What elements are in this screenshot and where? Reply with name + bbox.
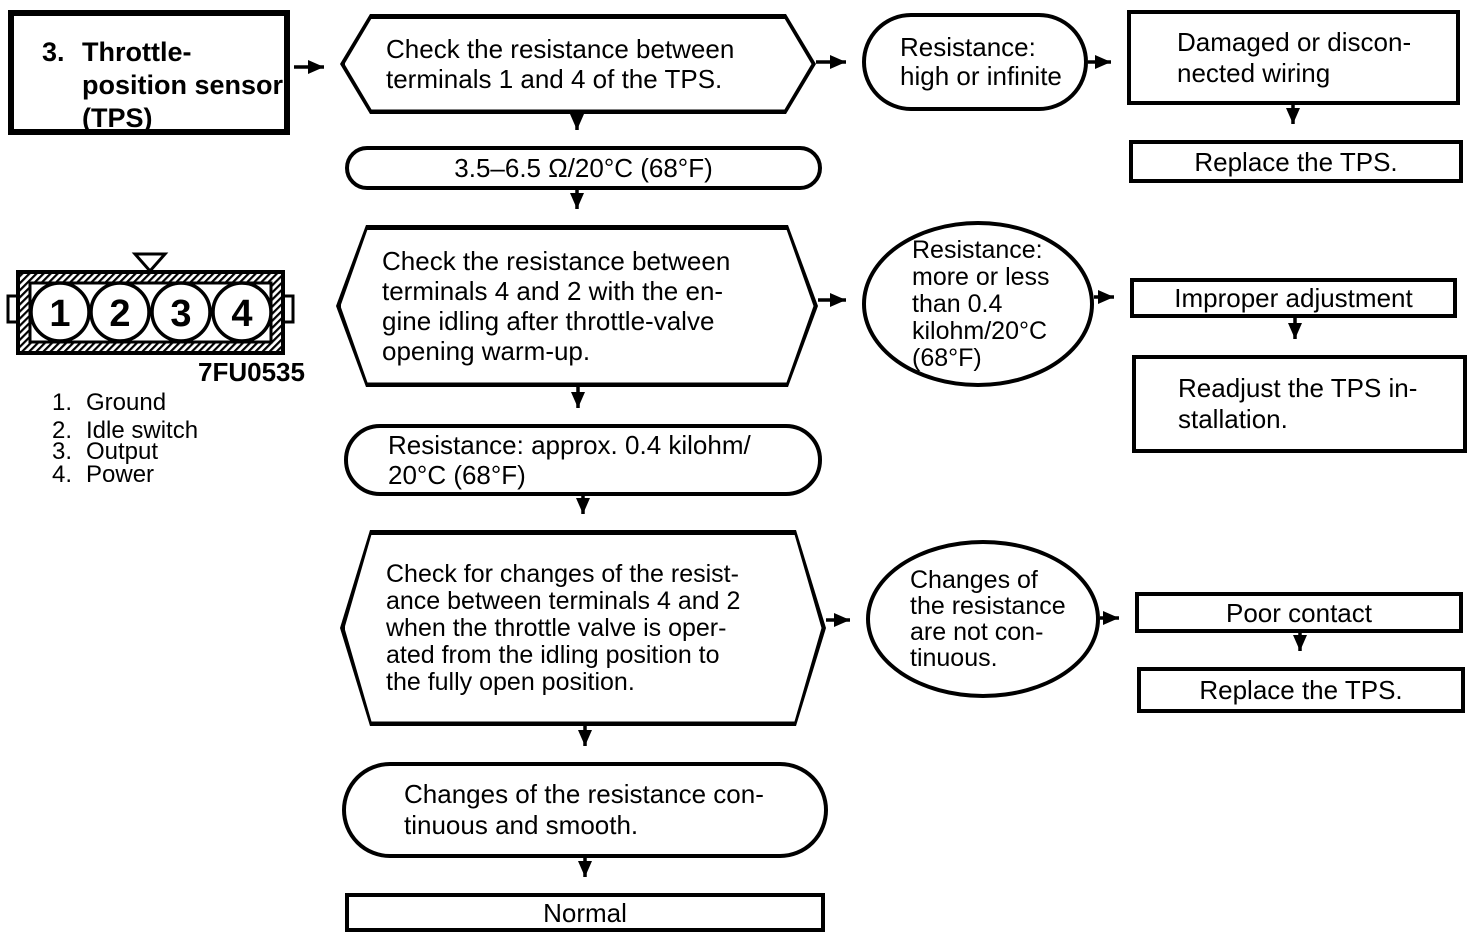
step2-spec-text: Resistance: approx. 0.4 kilohm/ 20°C (68… <box>348 428 818 492</box>
legend-number: 2. <box>52 417 73 444</box>
legend-number: 1. <box>52 389 73 416</box>
pin-1-number: 1 <box>49 293 70 335</box>
step1-action-text: Replace the TPS. <box>1194 146 1398 177</box>
legend-label: Output <box>86 438 159 465</box>
text-line: kilohm/20°C <box>912 316 1048 345</box>
pin-2-terminal <box>89 281 151 343</box>
section-title-lines: Throttle- position sensor (TPS) <box>82 36 283 135</box>
text-line: more or less <box>912 262 1050 291</box>
text-line: (68°F) <box>912 343 982 372</box>
pin-2-number: 2 <box>109 293 130 335</box>
step3-check-hexagon: Check for changes of the resist- ance be… <box>340 530 826 726</box>
step3-fail-text: Changes of the resistance are not con- t… <box>870 544 1096 694</box>
text-line: are not con- <box>910 618 1044 646</box>
legend-label: Power <box>86 461 155 488</box>
legend-label: Idle switch <box>86 417 199 444</box>
legend-label: Ground <box>86 389 167 416</box>
text-line: terminals 1 and 4 of the TPS. <box>386 64 723 94</box>
text-line: ance between terminals 4 and 2 <box>386 586 741 615</box>
step1-check-text: Check the resistance between terminals 1… <box>340 14 816 114</box>
text-line: stallation. <box>1178 404 1288 434</box>
connector-index-triangle-icon <box>131 252 169 274</box>
tps-connector-diagram: 1 2 3 4 <box>6 252 295 355</box>
hexagon-fill <box>345 535 822 722</box>
step3-cause-text: Poor contact <box>1226 597 1372 628</box>
step2-cause-box: Improper adjustment <box>1130 278 1457 318</box>
text-line: Changes of <box>910 566 1038 594</box>
text-line: the resistance <box>910 592 1066 620</box>
step1-action-box: Replace the TPS. <box>1129 140 1463 183</box>
step2-fail-condition-oval: Resistance: more or less than 0.4 kilohm… <box>862 221 1094 387</box>
legend-item-idle-switch: 2. Idle switch <box>52 417 198 445</box>
step2-action-box: Readjust the TPS in- stallation. <box>1132 355 1467 453</box>
hexagon-fill <box>341 230 814 383</box>
text-line: 20°C (68°F) <box>388 460 526 490</box>
section-title: 3. Throttle- position sensor (TPS) <box>14 16 284 135</box>
text-line: Readjust the TPS in- <box>1178 373 1418 403</box>
step3-cause-box: Poor contact <box>1135 592 1463 633</box>
step1-spec-capsule: 3.5–6.5 Ω/20°C (68°F) <box>345 146 822 190</box>
legend-item-ground: 1. Ground <box>52 389 166 417</box>
step2-cause-text: Improper adjustment <box>1174 283 1413 313</box>
step1-fail-text: Resistance: high or infinite <box>866 17 1084 107</box>
text-line: high or infinite <box>900 61 1062 91</box>
section-number: 3. <box>42 37 65 67</box>
step3-action-box: Replace the TPS. <box>1137 667 1465 713</box>
legend-item-power: 4. Power <box>52 461 154 489</box>
step3-action-text: Replace the TPS. <box>1199 675 1403 705</box>
text-line: than 0.4 <box>912 289 1003 318</box>
text-line: opening warm-up. <box>382 336 591 366</box>
text-line: terminals 4 and 2 with the en- <box>382 276 724 306</box>
text-line: Damaged or discon- <box>1177 26 1412 57</box>
title-line: Throttle- <box>82 37 192 67</box>
hexagon-fill <box>345 19 812 110</box>
pin-3-terminal <box>150 281 212 343</box>
text-line: when the throttle valve is oper- <box>386 613 727 642</box>
legend-number: 3. <box>52 438 73 465</box>
text-line: Resistance: approx. 0.4 kilohm/ <box>388 430 751 460</box>
text-line: the fully open position. <box>386 667 635 696</box>
legend-number: 4. <box>52 461 73 488</box>
text-line: tinuous. <box>910 644 998 672</box>
section-title-box: 3. Throttle- position sensor (TPS) <box>8 10 290 135</box>
title-line: (TPS) <box>82 103 153 133</box>
legend-item-output: 3. Output <box>52 438 158 466</box>
step3-ok-capsule: Changes of the resistance con- tinuous a… <box>342 762 828 858</box>
step2-check-hexagon: Check the resistance between terminals 4… <box>336 225 818 387</box>
step2-spec-capsule: Resistance: approx. 0.4 kilohm/ 20°C (68… <box>344 424 822 496</box>
step2-fail-text: Resistance: more or less than 0.4 kilohm… <box>866 225 1090 383</box>
text-line: Check the resistance between <box>382 246 731 276</box>
text-line: Check the resistance between <box>386 34 735 64</box>
step1-spec-text: 3.5–6.5 Ω/20°C (68°F) <box>454 153 713 183</box>
step3-ok-text: Changes of the resistance con- tinuous a… <box>346 766 824 854</box>
text-line: Check for changes of the resist- <box>386 559 739 588</box>
step1-cause-text: Damaged or discon- nected wiring <box>1131 14 1456 101</box>
figure-code: 7FU0535 <box>198 357 305 387</box>
title-line: position sensor <box>82 70 284 100</box>
pin-1-terminal <box>29 281 91 343</box>
step3-fail-condition-oval: Changes of the resistance are not con- t… <box>866 540 1100 698</box>
text-line: gine idling after throttle-valve <box>382 306 715 336</box>
step2-check-text: Check the resistance between terminals 4… <box>336 225 818 387</box>
pin-4-terminal <box>211 281 273 343</box>
step1-cause-box: Damaged or discon- nected wiring <box>1127 10 1460 105</box>
text-line: tinuous and smooth. <box>404 810 639 840</box>
pin-3-number: 3 <box>170 293 191 335</box>
text-line: Changes of the resistance con- <box>404 779 764 809</box>
text-line: Resistance: <box>900 32 1036 62</box>
step1-fail-condition-oval: Resistance: high or infinite <box>862 13 1088 111</box>
step2-action-text: Readjust the TPS in- stallation. <box>1136 359 1463 449</box>
step3-check-text: Check for changes of the resist- ance be… <box>340 530 826 726</box>
step1-check-hexagon: Check the resistance between terminals 1… <box>340 14 816 114</box>
text-line: ated from the idling position to <box>386 640 720 669</box>
text-line: Resistance: <box>912 235 1043 264</box>
text-line: nected wiring <box>1177 57 1331 88</box>
result-box: Normal <box>345 893 825 932</box>
result-text: Normal <box>543 897 627 928</box>
pin-4-number: 4 <box>231 293 252 335</box>
